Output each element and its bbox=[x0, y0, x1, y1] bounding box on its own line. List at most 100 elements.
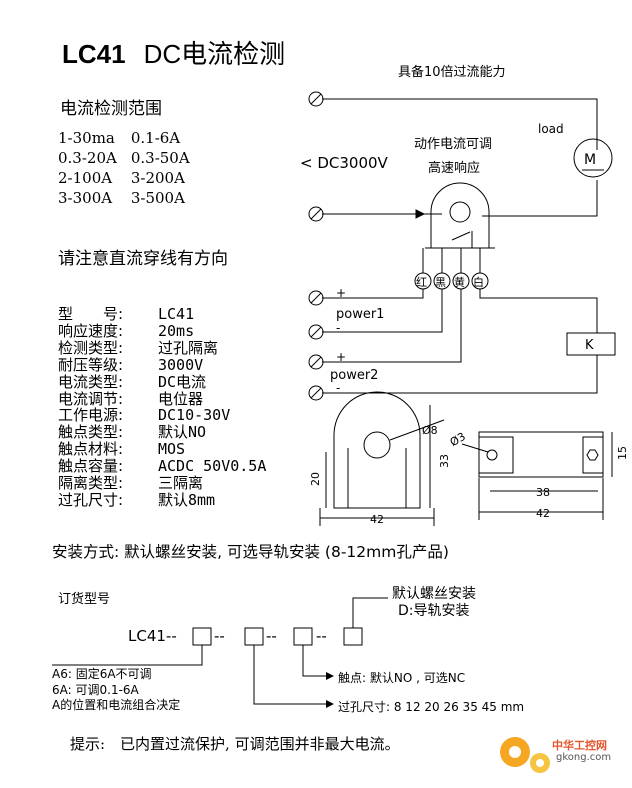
order-box-contact bbox=[293, 627, 313, 646]
switch-icon bbox=[451, 231, 471, 241]
sensor-body bbox=[430, 182, 490, 248]
order-box-install bbox=[343, 627, 363, 646]
load-wire-bottom bbox=[482, 180, 598, 217]
order-line-install bbox=[352, 597, 388, 628]
side-left-block bbox=[478, 436, 514, 474]
wire-white-label: 白 bbox=[473, 275, 484, 289]
wire-relay-return bbox=[322, 355, 598, 394]
spec-key: 触点材料: bbox=[58, 440, 124, 459]
gear-icon bbox=[500, 737, 550, 773]
motor-label: M bbox=[584, 152, 596, 168]
range-cell: 3-300A bbox=[58, 189, 113, 207]
range-row: 2-100A 3-200A bbox=[58, 168, 204, 188]
spec-row: 隔离类型:三隔离 bbox=[58, 475, 266, 492]
power2-minus-label: - bbox=[336, 381, 340, 395]
power2-label: power2 bbox=[330, 368, 378, 383]
dim-33: 33 bbox=[438, 454, 451, 468]
watermark-cn: 中华工控网 bbox=[552, 739, 607, 752]
spec-key: 响应速度: bbox=[58, 321, 124, 340]
wire-black-label: 黑 bbox=[435, 276, 446, 289]
side-view-drawing bbox=[461, 431, 613, 520]
spec-row: 电流调节: 电位器 bbox=[58, 389, 266, 408]
spec-key: 触点容量: bbox=[58, 457, 124, 476]
wire-yellow-label: 黄 bbox=[454, 275, 465, 289]
order-prefix: LC41-- bbox=[128, 627, 177, 645]
screw-terminal-icon bbox=[308, 354, 324, 370]
title-model: LC41 bbox=[62, 39, 126, 69]
spec-value: 电位器 bbox=[158, 389, 204, 408]
spec-key: 过孔尺寸: bbox=[58, 490, 124, 509]
wire-power1-minus bbox=[322, 289, 443, 333]
range-cell: 3-500A bbox=[130, 189, 185, 207]
screw-slot bbox=[310, 93, 322, 105]
screw-terminal-icon bbox=[308, 290, 324, 306]
relay-box bbox=[566, 332, 616, 356]
order-a-note: A的位置和电流组合决定 bbox=[52, 698, 181, 712]
order-box-a bbox=[192, 627, 212, 646]
arrow-icon bbox=[326, 700, 334, 708]
spec-value: ACDC 50V0.5A bbox=[158, 457, 267, 476]
spec-value: 3000V bbox=[158, 355, 204, 374]
leader-d8 bbox=[389, 419, 445, 441]
spec-row: 耐压等级: 3000V bbox=[58, 355, 266, 374]
range-heading: 电流检测范围 bbox=[60, 99, 162, 119]
screw-terminal-icon bbox=[308, 91, 324, 107]
watermark-url: gkong.com bbox=[556, 752, 612, 763]
spec-value: MOS bbox=[158, 440, 186, 459]
load-wire-top bbox=[322, 98, 598, 150]
dim-38: 38 bbox=[536, 486, 550, 499]
dim-42-side: 42 bbox=[536, 507, 550, 520]
sensor-hole bbox=[449, 201, 471, 223]
spec-key: 检测类型: bbox=[58, 338, 124, 357]
range-cell: 2-100A bbox=[58, 169, 113, 187]
spec-key: 耐压等级: bbox=[58, 355, 124, 374]
install-note: 安装方式: 默认螺丝安装, 可选导轨安装 (8-12mm孔产品) bbox=[52, 543, 449, 561]
spec-row: 型 号:LC41 bbox=[58, 306, 266, 323]
range-cell: 0.3-20A bbox=[58, 149, 117, 167]
power2-plus-label: + bbox=[336, 350, 346, 364]
front-outline bbox=[333, 391, 421, 509]
range-row: 0.3-20A 0.3-50A bbox=[58, 148, 204, 168]
order-sep-2: -- bbox=[266, 627, 277, 645]
order-contact: 触点: 默认NO , 可选NC bbox=[338, 671, 466, 685]
spec-row: 工作电源:DC10-30V bbox=[58, 407, 266, 424]
order-sep-1: -- bbox=[214, 627, 225, 645]
order-hole: 过孔尺寸: 8 12 20 26 35 45 mm bbox=[338, 700, 525, 714]
ordering-diagram bbox=[52, 597, 388, 705]
spec-key: 工作电源: bbox=[58, 406, 124, 425]
order-install-rail: D:导轨安装 bbox=[398, 603, 470, 619]
spec-key: 触点类型: bbox=[58, 423, 124, 442]
screw-slot bbox=[310, 356, 322, 368]
range-table: 1-30ma 0.1-6A 0.3-20A 0.3-50A 2-100A 3-200A… bbox=[58, 128, 204, 208]
dim-d8: Ø8 bbox=[422, 424, 438, 437]
spec-value: 三隔离 bbox=[158, 474, 204, 493]
screw-slot bbox=[310, 326, 322, 338]
range-cell: 3-200A bbox=[130, 169, 185, 187]
side-right-block bbox=[582, 436, 604, 474]
wiring-lines bbox=[322, 98, 616, 394]
front-hole bbox=[363, 431, 391, 459]
order-line-a bbox=[52, 645, 203, 666]
screw-slot bbox=[310, 292, 322, 304]
range-cell: 1-30ma bbox=[58, 129, 115, 147]
adjust-label: 动作电流可调 bbox=[414, 137, 492, 152]
order-install-default: 默认螺丝安装 bbox=[392, 586, 476, 602]
motor-icon bbox=[573, 138, 613, 178]
spec-key: 电流调节: bbox=[58, 389, 124, 408]
spec-value: DC电流 bbox=[158, 372, 207, 391]
dim-42-front: 42 bbox=[370, 513, 384, 526]
range-cell: 0.1-6A bbox=[130, 129, 181, 147]
order-a6b: 6A: 可调0.1-6A bbox=[52, 683, 139, 697]
isolation-label: < DC3000V bbox=[300, 154, 389, 172]
range-cell: 0.3-50A bbox=[130, 149, 190, 167]
range-row: 1-30ma 0.1-6A bbox=[58, 128, 204, 148]
leader-d3 bbox=[461, 443, 489, 453]
spec-row: 过孔尺寸:默认8mm bbox=[58, 492, 266, 509]
relay-label: K bbox=[585, 338, 594, 353]
dim-d3: Ø3 bbox=[448, 430, 468, 449]
screw-terminal-icon bbox=[308, 206, 324, 222]
power1-minus-label: - bbox=[336, 321, 340, 335]
load-label: load bbox=[538, 122, 564, 136]
wire-power1-plus bbox=[322, 289, 424, 299]
